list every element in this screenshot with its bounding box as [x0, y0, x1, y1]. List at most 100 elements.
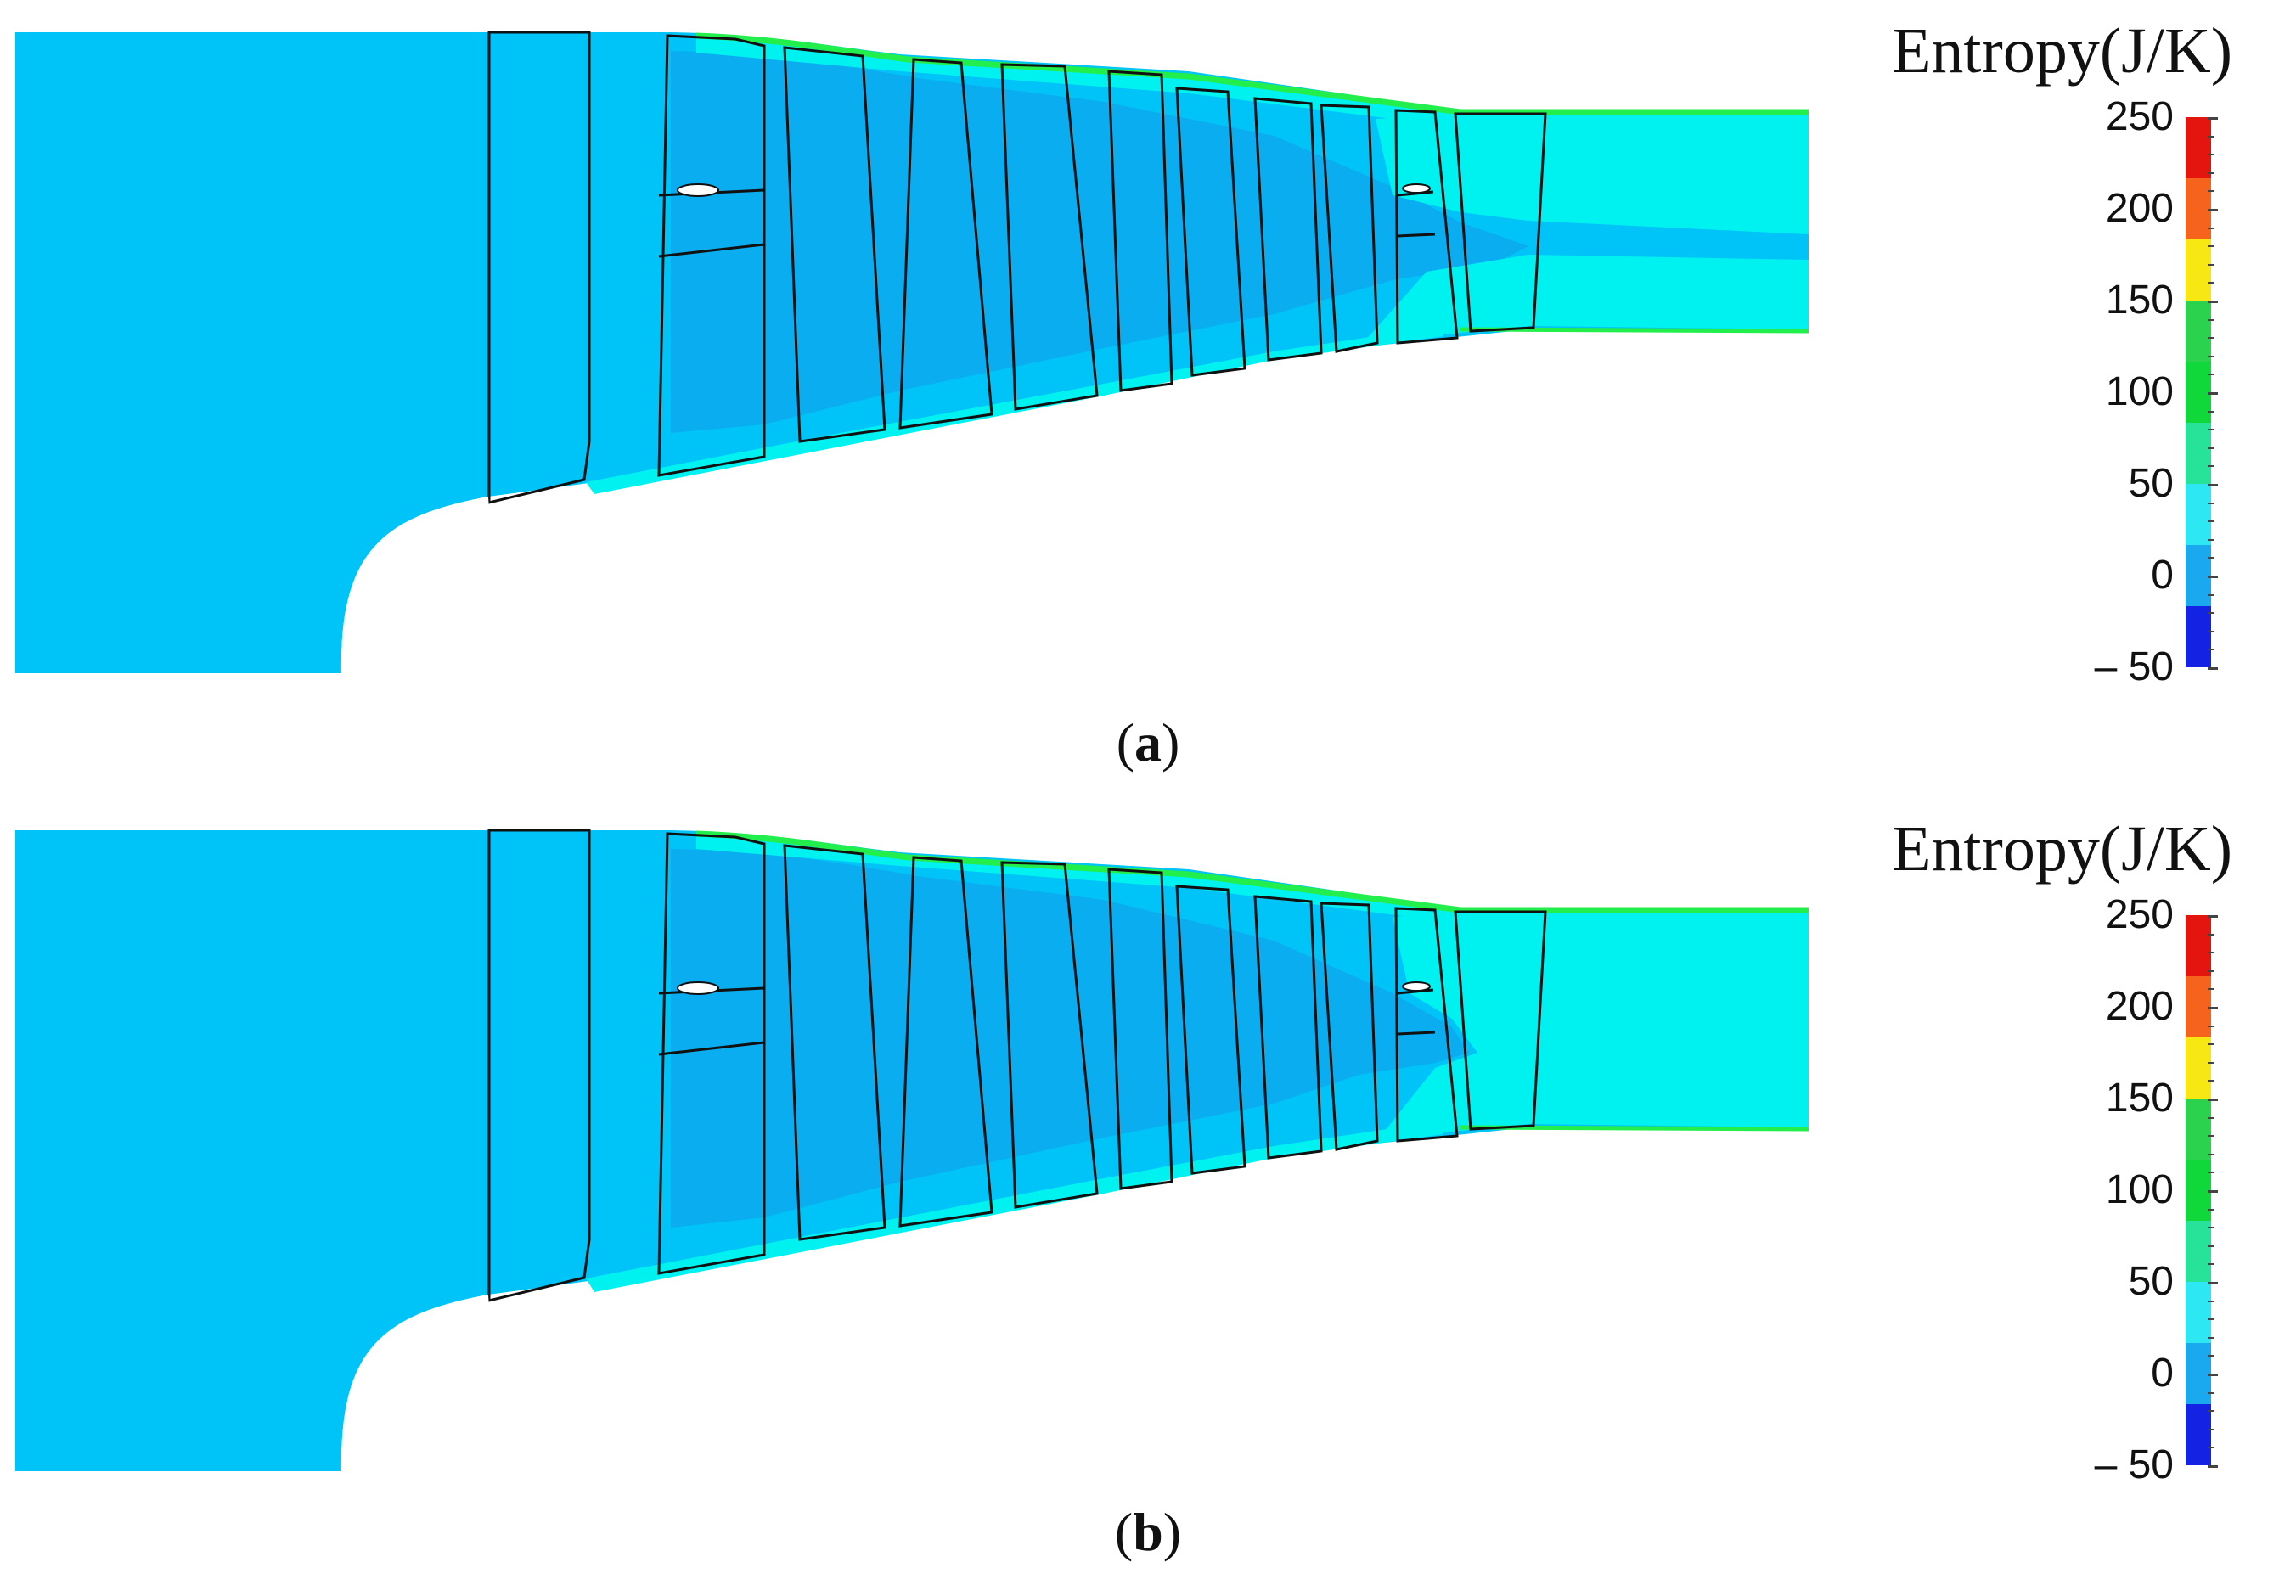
inlet-hub-wall	[340, 488, 645, 730]
colorbar-tick	[2208, 557, 2214, 559]
colorbar-tick	[2208, 1374, 2218, 1376]
colorbar-tick	[2208, 1428, 2214, 1430]
blade-row-7	[1175, 87, 1246, 377]
colorbar-tick	[2208, 135, 2214, 138]
colorbar-tick	[2208, 1245, 2214, 1247]
colorbar-tick	[2208, 337, 2214, 340]
blade-row-7	[1175, 885, 1246, 1175]
inlet-hub-wall	[340, 1286, 645, 1528]
colorbar-tick	[2208, 1007, 2218, 1009]
colorbar-tick	[2208, 520, 2214, 523]
colorbar-band	[2186, 239, 2211, 301]
bleed-port	[677, 981, 719, 995]
colorbar-tick	[2208, 263, 2214, 266]
legend-title: Entropy(J/K)	[1892, 813, 2233, 885]
colorbar-tick	[2208, 915, 2218, 918]
colorbar-tick-label: 100	[2105, 1167, 2174, 1212]
blade-row-5	[1000, 63, 1099, 411]
blade-row-8	[1253, 895, 1323, 1160]
colorbar-tick	[2208, 1208, 2214, 1211]
colorbar-tick	[2208, 1025, 2214, 1027]
colorbar-tick	[2208, 447, 2214, 449]
splitter-line	[1397, 988, 1434, 995]
blade-row-10	[1394, 109, 1459, 345]
entropy-contour-plot-a	[15, 31, 1809, 730]
colorbar-tick	[2208, 1043, 2214, 1046]
bleed-port	[1402, 981, 1431, 992]
colorbar-tick	[2208, 245, 2214, 248]
colorbar-tick-label: – 50	[2094, 1442, 2174, 1487]
caption-letter: b	[1133, 1502, 1163, 1562]
caption-close-paren: )	[1162, 712, 1180, 773]
colorbar-tick	[2208, 667, 2218, 670]
colorbar-tick-label: 200	[2105, 186, 2174, 231]
colorbar-tick	[2208, 154, 2214, 156]
blade-row-11	[1454, 112, 1547, 333]
colorbar-tick	[2208, 1282, 2218, 1284]
entropy-contour-plot-b	[15, 829, 1809, 1528]
splitter-line	[658, 1041, 765, 1056]
colorbar-tick-label: 250	[2105, 94, 2174, 139]
blade-rows	[487, 31, 1547, 504]
colorbar-tick	[2208, 988, 2214, 991]
colorbar-tick-label: 50	[2128, 1259, 2174, 1304]
wake-region	[671, 849, 1469, 1228]
colorbar-tick	[2208, 429, 2214, 431]
blade-row-2	[657, 832, 766, 1275]
splitter-line	[1397, 1031, 1436, 1036]
blade-row-10	[1394, 907, 1459, 1143]
colorbar-band	[2186, 1343, 2211, 1404]
colorbar-tick-label: 50	[2128, 461, 2174, 506]
colorbar-tick	[2208, 969, 2214, 972]
colorbar-band	[2186, 1282, 2211, 1343]
colorbar-tick-label: 150	[2105, 278, 2174, 323]
colorbar-band	[2186, 484, 2211, 545]
splitter-line	[658, 243, 765, 258]
colorbar	[2186, 915, 2211, 1465]
colorbar-tick	[2208, 209, 2218, 211]
colorbar-ticks	[2208, 117, 2218, 670]
colorbar-tick	[2208, 484, 2218, 486]
blade-row-4	[898, 58, 993, 430]
panel-caption: (b)	[0, 1501, 2296, 1564]
caption-open-paren: (	[1114, 1502, 1134, 1562]
colorbar-tick	[2208, 171, 2214, 174]
colorbar-tick	[2208, 1099, 2218, 1101]
colorbar-tick	[2208, 1116, 2214, 1119]
colorbar-tick	[2208, 318, 2214, 321]
colorbar-tick	[2208, 355, 2214, 357]
colorbar-band	[2186, 1099, 2211, 1160]
colorbar-tick-label: 150	[2105, 1076, 2174, 1121]
caption-close-paren: )	[1162, 1502, 1182, 1562]
colorbar-tick	[2208, 1153, 2214, 1155]
colorbar-band	[2186, 915, 2211, 976]
colorbar-band	[2186, 606, 2211, 667]
splitter-line	[1397, 233, 1436, 238]
colorbar-tick	[2208, 593, 2214, 596]
outlet-region	[1376, 114, 1809, 234]
colorbar-tick	[2208, 282, 2214, 284]
colorbar-tick	[2208, 1135, 2214, 1138]
blade-row-9	[1320, 902, 1379, 1151]
colorbar-tick	[2208, 374, 2214, 376]
colorbar-band	[2186, 178, 2211, 239]
colorbar-tick	[2208, 1391, 2214, 1394]
colorbar-tick	[2208, 612, 2214, 615]
blade-row-6	[1107, 868, 1173, 1190]
colorbar-tick	[2208, 392, 2218, 395]
colorbar-tick-label: – 50	[2094, 644, 2174, 689]
colorbar-tick	[2208, 1355, 2214, 1357]
blade-row-3	[783, 844, 886, 1241]
blade-row-6	[1107, 70, 1173, 392]
colorbar-tick	[2208, 1447, 2214, 1449]
colorbar-tick	[2208, 1080, 2214, 1082]
bleed-port	[677, 183, 719, 197]
colorbar-band	[2186, 1160, 2211, 1221]
colorbar-band	[2186, 301, 2211, 362]
blade-rows	[487, 829, 1547, 1302]
colorbar-band	[2186, 423, 2211, 484]
colorbar-band	[2186, 117, 2211, 178]
blade-row-2	[657, 34, 766, 477]
colorbar-tick	[2208, 227, 2214, 229]
